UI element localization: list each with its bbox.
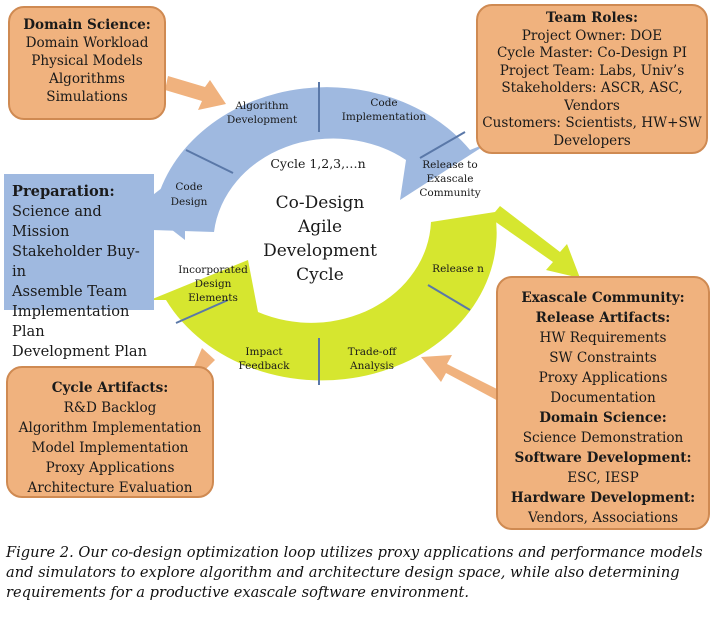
center-title-line: Development	[263, 241, 377, 261]
box-item: HW Requirements	[539, 330, 667, 346]
segment-label: Development	[227, 114, 298, 126]
segment-label: Incorporated	[178, 264, 248, 276]
center-title-line: Agile	[297, 217, 342, 237]
box-item: ESC, IESP	[567, 470, 639, 486]
segment-label: Feedback	[238, 360, 290, 372]
preparation-arrow	[140, 170, 185, 240]
box-item: Documentation	[550, 390, 656, 406]
figure-caption: Figure 2. Our co-design optimization loo…	[6, 544, 703, 601]
box-subtitle: Release Artifacts:	[535, 310, 671, 326]
segment-code-design: Code Design	[171, 181, 208, 208]
segment-label: Release to	[422, 159, 477, 171]
cycle-counter: Cycle 1,2,3,…n	[270, 156, 365, 171]
team-roles-box: Team Roles: Project Owner: DOE Cycle Mas…	[476, 4, 708, 154]
box-item: Customers: Scientists, HW+SW	[482, 115, 702, 131]
box-item: Proxy Applications	[45, 460, 175, 476]
box-item: Algorithms	[49, 71, 125, 87]
box-title: Exascale Community:	[521, 290, 685, 306]
box-subtitle: Hardware Development:	[510, 490, 696, 506]
yellow-arc	[150, 212, 497, 381]
divider	[185, 149, 234, 174]
co-design-cycle-diagram: Algorithm Development Code Implementatio…	[140, 76, 580, 403]
segment-label: Release n	[432, 263, 484, 275]
box-item: Development Plan	[12, 343, 147, 360]
segment-code-implementation: Code Implementation	[342, 97, 427, 123]
segment-release-to-exascale: Release to Exascale Community	[419, 159, 480, 199]
box-item: Vendors, Associations	[527, 510, 679, 526]
segment-label: Design	[195, 278, 232, 290]
box-item: Algorithm Implementation	[18, 420, 202, 436]
box-item: R&D Backlog	[63, 400, 157, 416]
box-item: Stakeholders: ASCR, ASC,	[501, 80, 683, 96]
box-item: Architecture Evaluation	[27, 480, 193, 496]
box-subtitle: Software Development:	[514, 450, 692, 466]
cycle-artifacts-box: Cycle Artifacts: R&D Backlog Algorithm I…	[6, 366, 214, 498]
segment-incorporated-design: Incorporated Design Elements	[178, 264, 248, 304]
center-title-line: Co-Design	[276, 193, 365, 213]
box-item: Developers	[553, 132, 631, 149]
divider	[419, 131, 466, 159]
segment-label: Code	[370, 97, 397, 109]
box-item: Model Implementation	[31, 440, 189, 456]
release-arrow	[490, 206, 580, 278]
divider	[175, 299, 229, 324]
box-item: Assemble Team	[12, 283, 128, 300]
exascale-community-box: Exascale Community: Release Artifacts: H…	[496, 276, 710, 530]
segment-label: Elements	[188, 292, 238, 304]
box-subtitle: Domain Science:	[539, 410, 667, 426]
box-item: Cycle Master: Co-Design PI	[496, 45, 688, 61]
box-item: Simulations	[46, 89, 128, 105]
box-item: Vendors	[564, 97, 620, 114]
segment-tradeoff-analysis: Trade-off Analysis	[348, 346, 398, 372]
segment-label: Exascale	[427, 173, 474, 185]
center-title-line: Cycle	[296, 265, 344, 285]
box-item: SW Constraints	[549, 350, 657, 366]
divider	[427, 284, 471, 311]
box-title: Cycle Artifacts:	[51, 380, 169, 396]
segment-label: Analysis	[349, 360, 394, 372]
box-title: Domain Science:	[23, 17, 151, 33]
domain-science-arrow	[165, 76, 226, 110]
box-item: Implementation Plan	[12, 303, 130, 340]
segment-label: Design	[171, 196, 208, 208]
segment-label: Impact	[245, 346, 283, 358]
box-item: Physical Models	[31, 53, 143, 69]
segment-release-n: Release n	[432, 263, 484, 275]
box-item: Domain Workload	[25, 35, 149, 51]
box-item: Science and Mission	[12, 203, 102, 240]
box-item: Proxy Applications	[538, 370, 668, 386]
box-title: Preparation:	[12, 183, 115, 200]
segment-label: Trade-off	[348, 346, 398, 358]
box-item: Science Demonstration	[522, 430, 684, 446]
segment-label: Community	[419, 187, 480, 199]
segment-label: Implementation	[342, 111, 427, 123]
exascale-feedback-arrow	[421, 355, 507, 403]
preparation-box: Preparation: Science and Mission Stakeho…	[4, 174, 154, 360]
box-item: Project Owner: DOE	[521, 27, 663, 44]
box-title: Team Roles:	[546, 10, 638, 26]
segment-label: Algorithm	[234, 100, 288, 112]
segment-algorithm-development: Algorithm Development	[227, 100, 298, 126]
blue-arc	[152, 87, 490, 233]
box-item: Project Team: Labs, Univ’s	[499, 62, 685, 79]
box-item: Stakeholder Buy-in	[12, 243, 140, 280]
domain-science-box: Domain Science: Domain Workload Physical…	[8, 6, 166, 120]
segment-label: Code	[175, 181, 202, 193]
segment-impact-feedback: Impact Feedback	[238, 346, 290, 372]
